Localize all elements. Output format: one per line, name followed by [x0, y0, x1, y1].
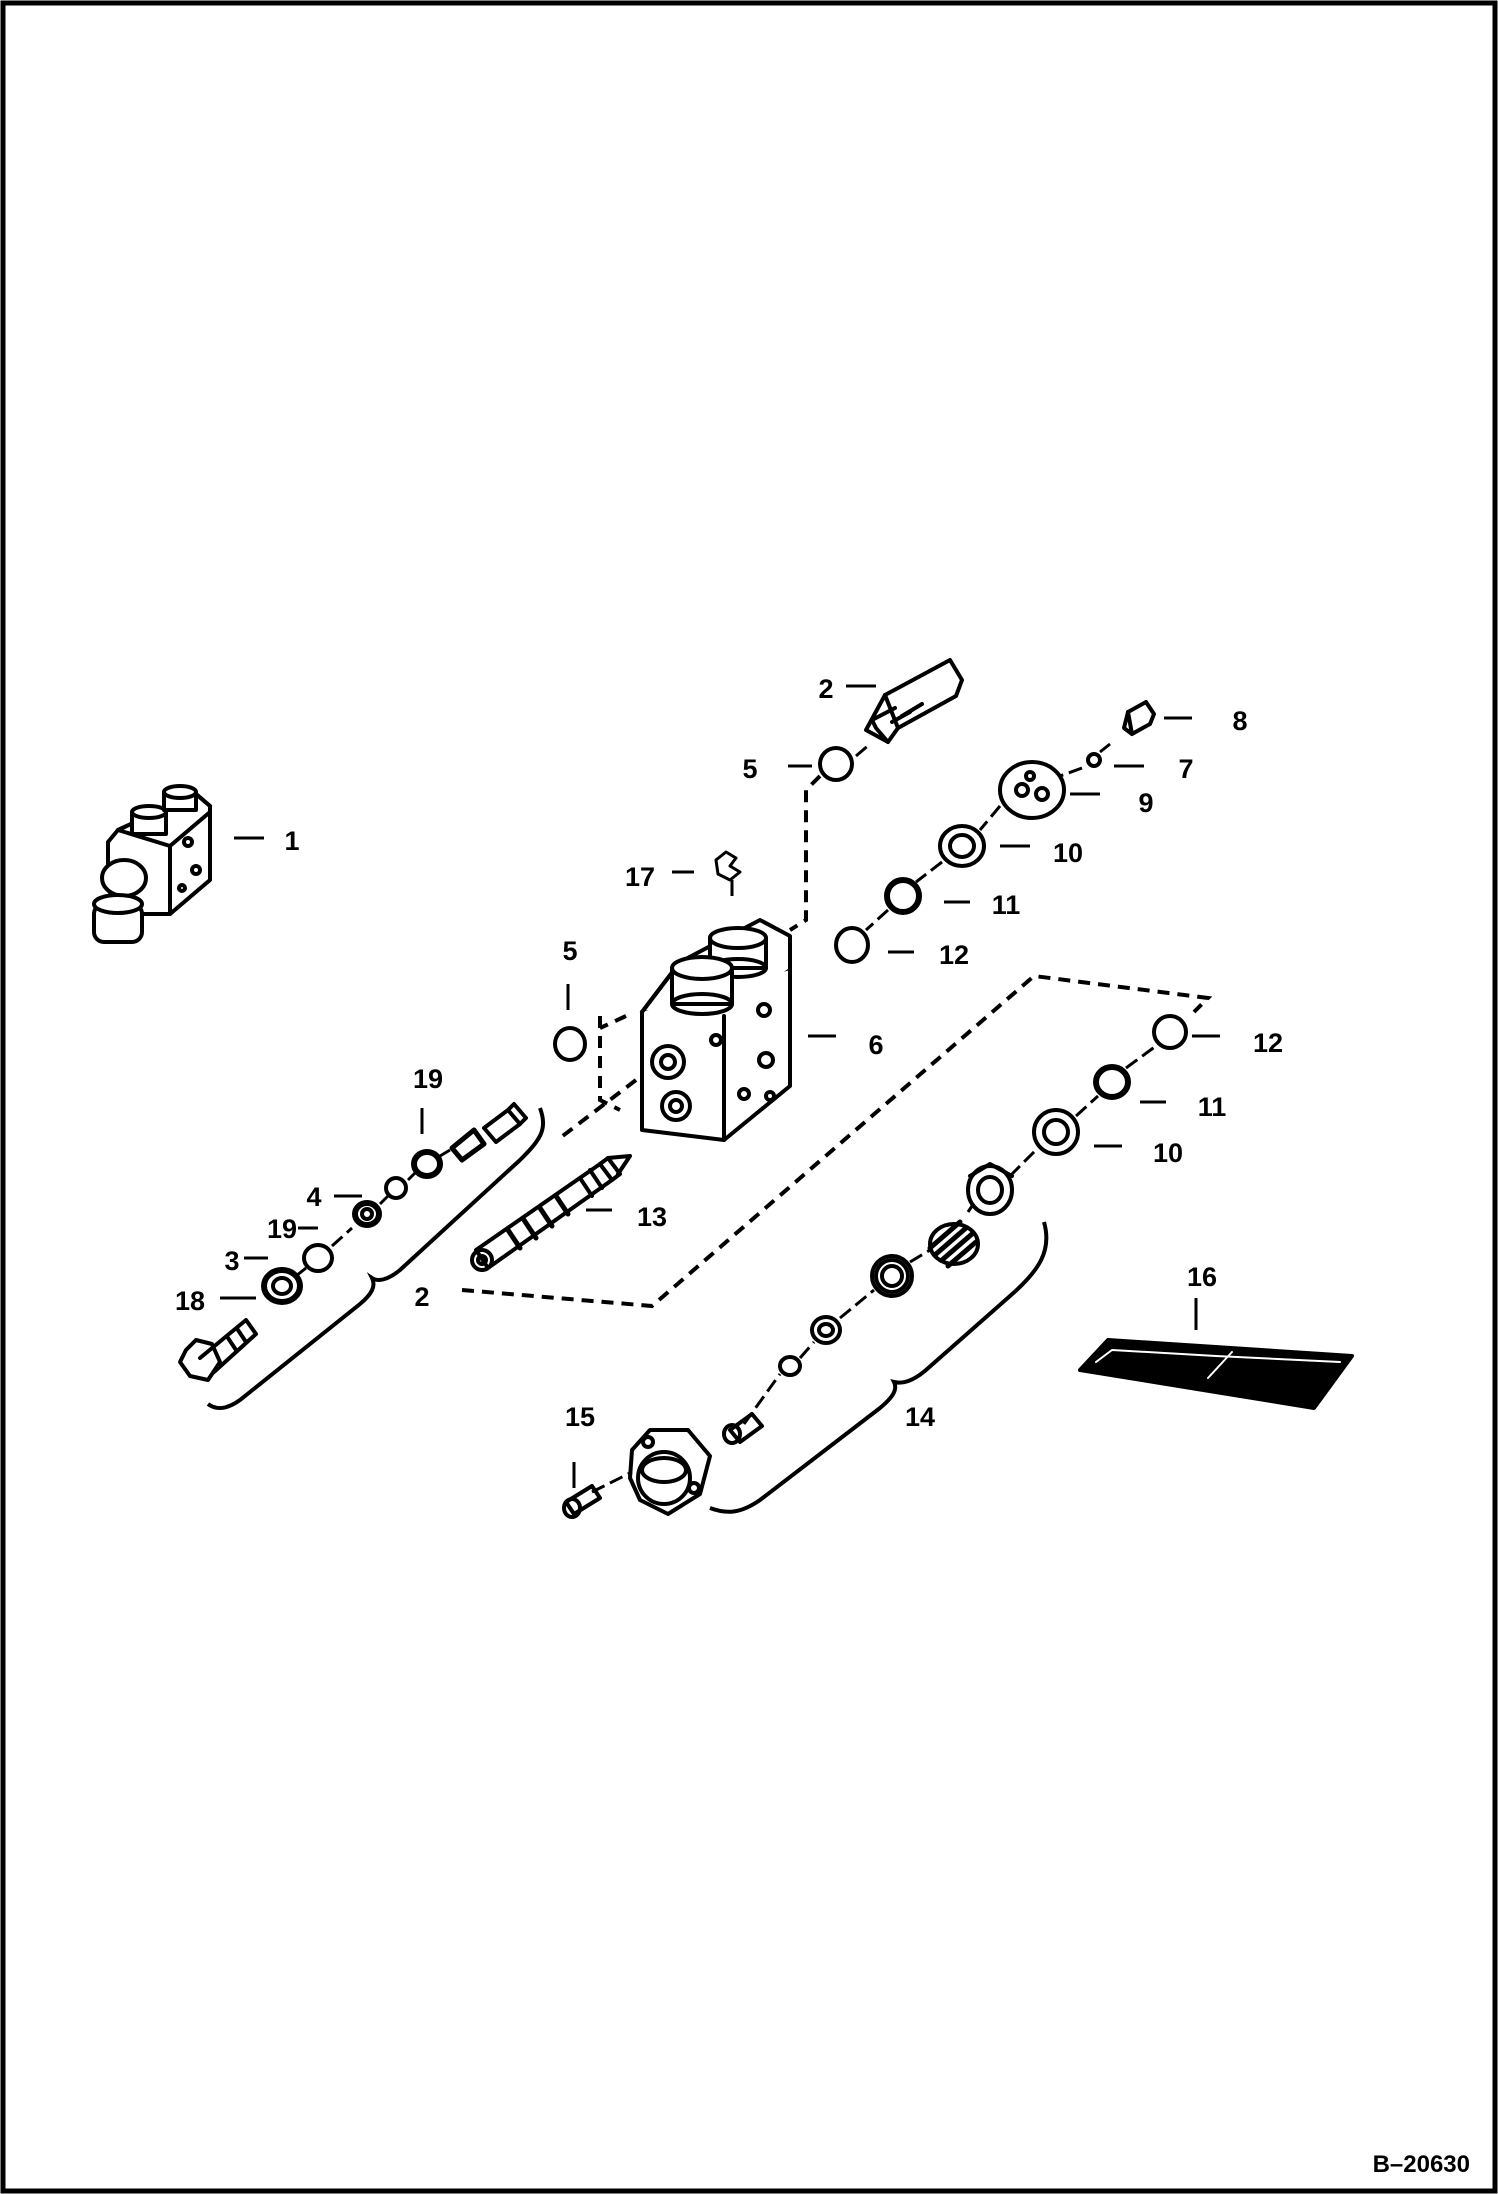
callout-18: 18 — [175, 1286, 205, 1316]
callout-15: 15 — [565, 1402, 595, 1432]
callout-13: 13 — [637, 1202, 667, 1232]
callout-7: 7 — [1178, 754, 1193, 784]
plate-icon — [998, 760, 1066, 820]
callout-2-top: 2 — [818, 674, 833, 704]
component-centerlines — [295, 742, 1157, 1494]
callout-11-top: 11 — [992, 890, 1021, 920]
callout-10-bottom: 10 — [1153, 1138, 1183, 1168]
callout-2-bracket: 2 — [414, 1282, 429, 1312]
callout-9: 9 — [1138, 788, 1153, 818]
callout-11-bottom: 11 — [1198, 1092, 1227, 1122]
o-ring-5-top-icon — [818, 746, 854, 782]
callout-12-bottom: 12 — [1253, 1028, 1283, 1058]
valve-section-assembly-icon — [92, 784, 212, 944]
callout-19-lower: 19 — [267, 1214, 297, 1244]
plug-icon — [1122, 700, 1156, 736]
callout-12-top: 12 — [939, 940, 969, 970]
relief-valve-components-icon — [178, 1102, 528, 1382]
screw-icon — [562, 1484, 602, 1519]
callout-5-mid: 5 — [562, 936, 577, 966]
o-ring-12-bottom-icon — [1152, 1014, 1188, 1050]
small-o-ring-icon — [1086, 752, 1102, 768]
valve-body-icon — [640, 918, 792, 1142]
callout-leaders — [220, 684, 1220, 1488]
back-up-ring-top-icon — [938, 824, 986, 868]
clip-icon — [714, 850, 742, 882]
o-ring-12-top-icon — [834, 926, 870, 964]
spool-cap-icon — [628, 1428, 712, 1516]
o-ring-5-mid-icon — [553, 1026, 587, 1062]
back-up-ring-bottom-icon — [1032, 1108, 1080, 1156]
assembly-braces — [206, 1107, 1049, 1514]
callout-6: 6 — [868, 1030, 883, 1060]
callout-14: 14 — [905, 1402, 935, 1432]
spool-icon — [470, 1154, 632, 1272]
spool-end-kit-icon — [722, 1162, 1014, 1445]
callout-4: 4 — [306, 1182, 321, 1212]
o-ring-11-bottom-icon — [1093, 1064, 1131, 1100]
callout-19-upper: 19 — [413, 1064, 443, 1094]
callout-16: 16 — [1187, 1262, 1217, 1292]
callout-10-top: 10 — [1053, 838, 1083, 868]
drawing-number: B–20630 — [1373, 2151, 1470, 2178]
relief-valve-cartridge-icon — [864, 658, 964, 744]
callout-1: 1 — [284, 826, 299, 856]
assembly-dashed-lines — [461, 774, 1213, 1309]
callout-17: 17 — [625, 862, 655, 892]
o-ring-11-top-icon — [884, 877, 922, 915]
callout-5-top: 5 — [742, 754, 757, 784]
decal-icon — [1078, 1338, 1354, 1410]
callout-8: 8 — [1232, 706, 1247, 736]
callout-3: 3 — [224, 1246, 239, 1276]
